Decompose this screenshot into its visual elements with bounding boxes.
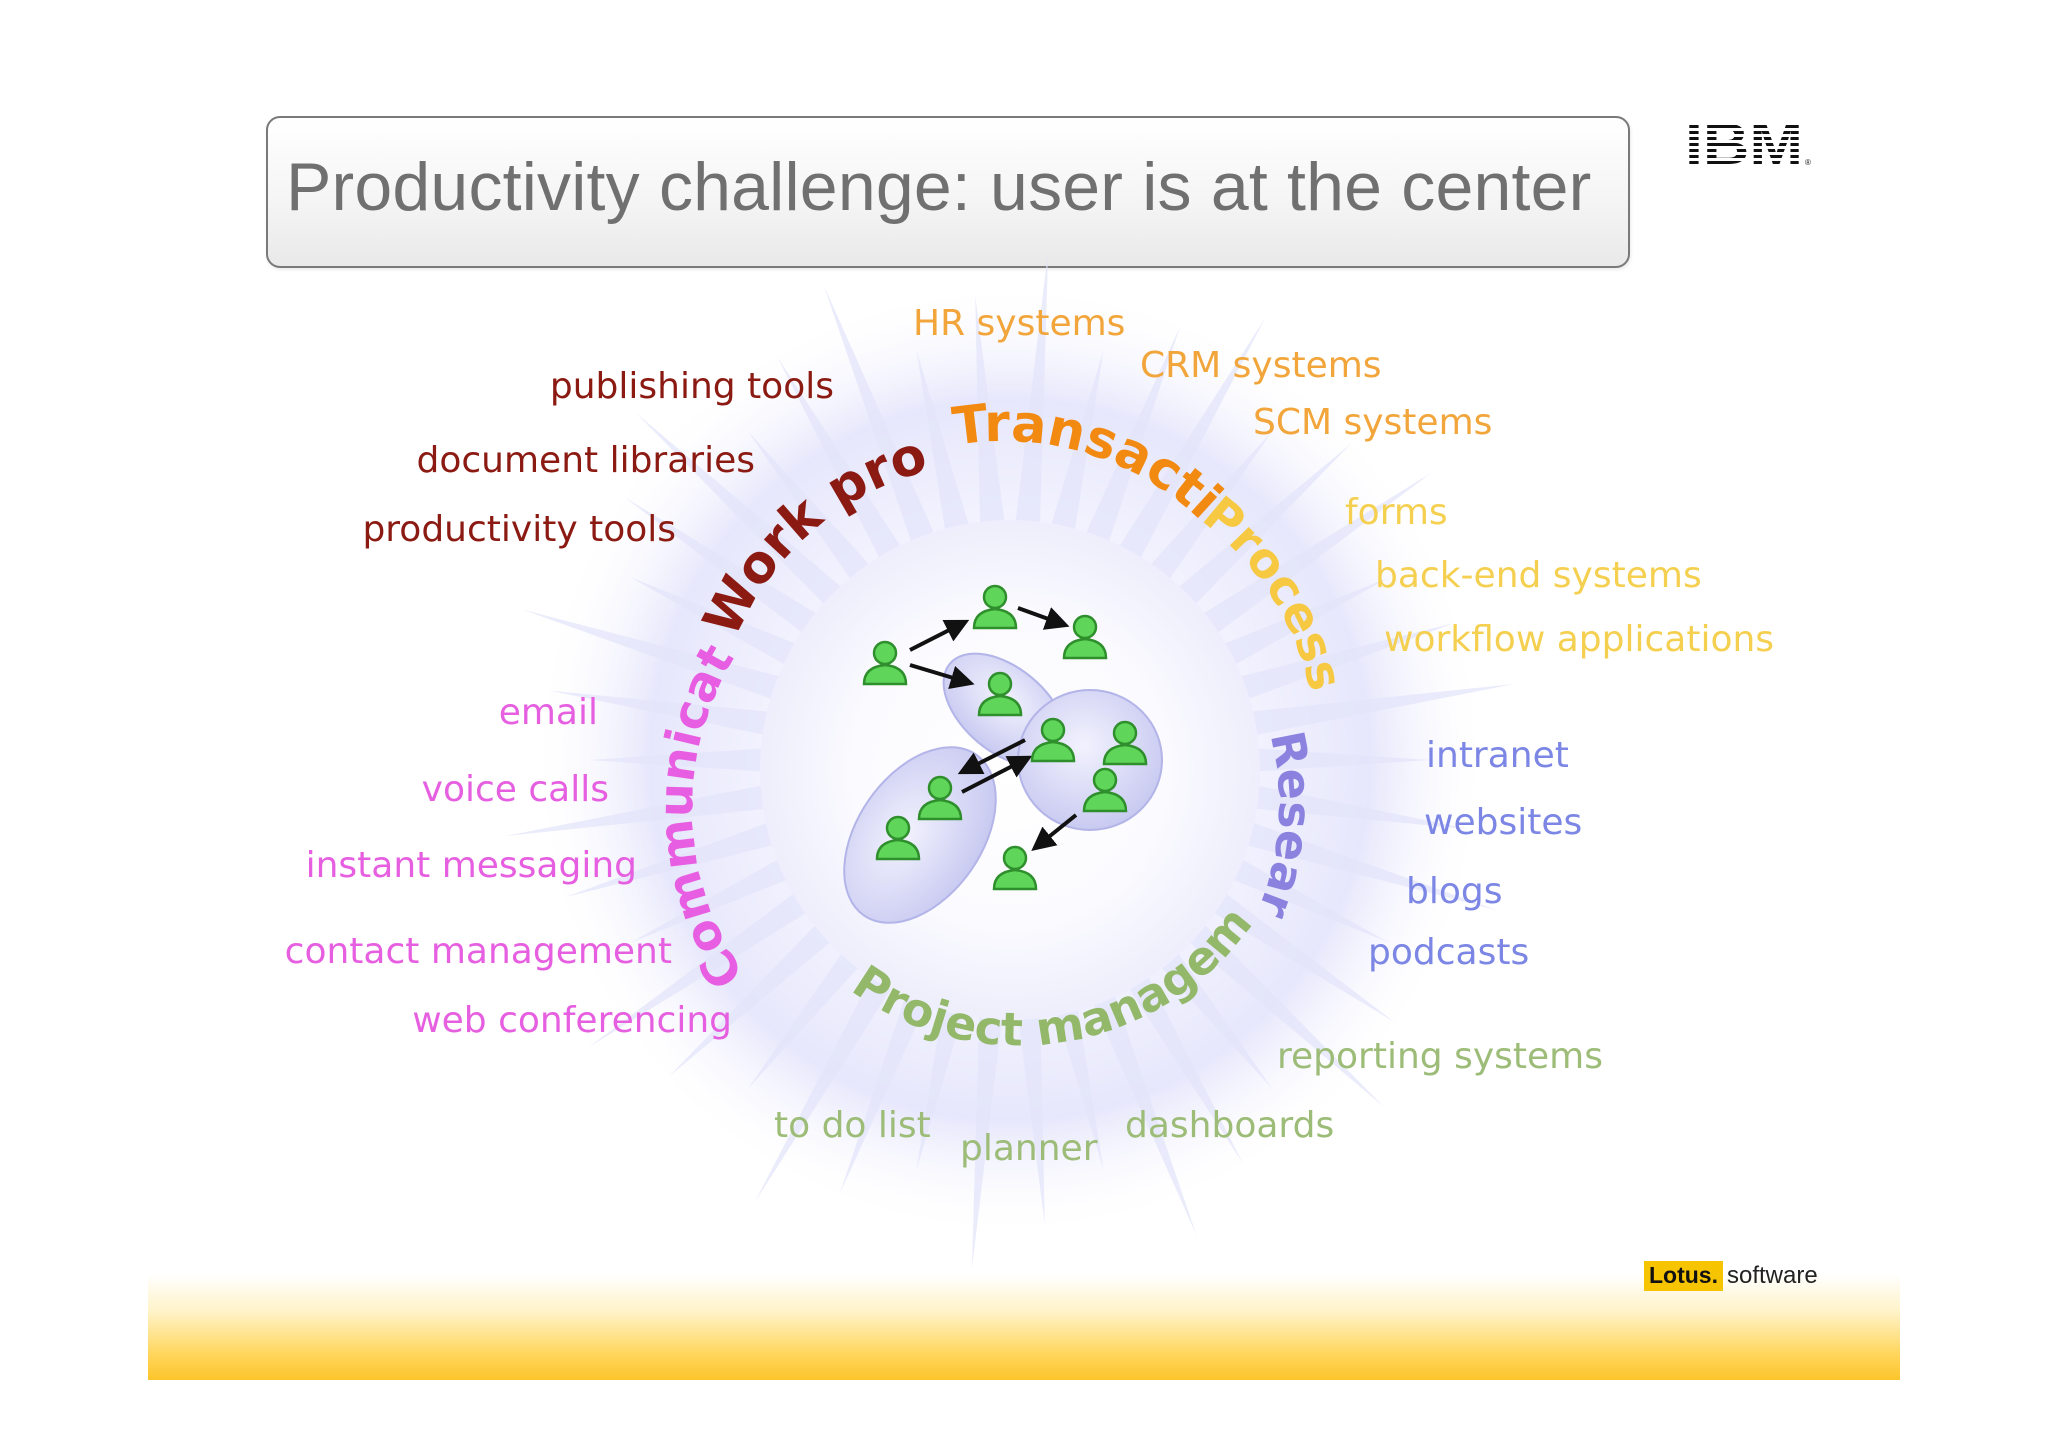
user-icon [1082, 767, 1128, 813]
burst-ray [755, 952, 907, 1202]
burst-ray [1014, 988, 1045, 1224]
title-box: Productivity challenge: user is at the c… [266, 116, 1630, 268]
user-icon [1030, 717, 1076, 763]
user-icon [977, 671, 1023, 717]
burst-ray [823, 285, 938, 551]
burst-ray [1169, 443, 1351, 614]
connection-arrow [1031, 813, 1078, 852]
item-forms: forms [1345, 492, 1448, 533]
burst-ray [1113, 952, 1243, 1163]
burst-ray [1225, 622, 1455, 705]
item-voice-calls: voice calls [422, 769, 609, 810]
item-websites: websites [1424, 802, 1582, 843]
connection-arrow [957, 738, 1026, 775]
burst-ray [669, 906, 851, 1077]
ibm-logo: IBM ® [1685, 119, 1811, 167]
item-to-do-list: to do list [774, 1105, 931, 1146]
burst-ray [522, 609, 795, 705]
item-workflow-applications: workflow applications [1384, 619, 1774, 660]
burst-ray [1211, 577, 1389, 672]
lotus-logo-mark: Lotus. [1644, 1261, 1723, 1291]
burst-ray [1048, 981, 1104, 1170]
item-instant-messaging: instant messaging [306, 845, 637, 886]
item-publishing-tools: publishing tools [550, 366, 834, 407]
user-icon [1102, 720, 1148, 766]
burst-ray [1211, 848, 1389, 943]
connection-arrow [1017, 606, 1070, 630]
item-productivity-tools: productivity tools [362, 509, 676, 550]
lotus-logo: Lotus.software [1644, 1261, 1818, 1293]
burst-ray [505, 781, 785, 837]
burst-ray [1192, 878, 1395, 1022]
burst-ray [1082, 327, 1180, 551]
burst-ray [1143, 931, 1272, 1089]
burst-ray [636, 413, 851, 614]
burst-ray [588, 878, 828, 1048]
burst-ray [1235, 683, 1515, 739]
burst-ray [1192, 472, 1432, 642]
item-CRM-systems: CRM systems [1140, 345, 1382, 386]
item-web-conferencing: web conferencing [412, 1000, 732, 1041]
user-icon [862, 640, 908, 686]
burst-ray [631, 577, 809, 672]
item-contact-management: contact management [285, 931, 672, 972]
burst-ray [631, 848, 809, 943]
burst-ray [565, 815, 795, 898]
burst-ray [1048, 350, 1104, 539]
burst-ray [1235, 781, 1470, 830]
item-dashboards: dashboards [1125, 1105, 1334, 1146]
burst-ray [1014, 251, 1049, 532]
burst-ray [971, 988, 1006, 1269]
burst-ray [840, 969, 938, 1193]
burst-ray [1169, 906, 1384, 1107]
user-icon [875, 815, 921, 861]
item-intranet: intranet [1426, 735, 1569, 776]
svg-text:®: ® [1805, 158, 1811, 167]
slide-title: Productivity challenge: user is at the c… [286, 149, 1592, 225]
item-document-libraries: document libraries [416, 440, 755, 481]
connection-arrow [909, 619, 970, 652]
burst-ray [748, 931, 877, 1089]
burst-ray [1143, 431, 1272, 589]
burst-ray [1082, 969, 1197, 1235]
burst-ray [625, 498, 828, 642]
footer-band [148, 1274, 1900, 1380]
network [843, 584, 1163, 924]
burst-ray [550, 690, 785, 739]
burst-ray [777, 357, 907, 568]
burst-ray [975, 296, 1006, 532]
burst-ray [1239, 747, 1430, 773]
burst-ray [748, 431, 877, 589]
burst-ray [916, 981, 972, 1170]
user-icon [992, 845, 1038, 891]
burst-ray [590, 747, 781, 773]
connection-arrow [961, 755, 1033, 794]
item-planner: planner [960, 1128, 1098, 1169]
item-blogs: blogs [1406, 871, 1503, 912]
item-podcasts: podcasts [1368, 932, 1529, 973]
item-email: email [499, 692, 598, 733]
user-icon [972, 584, 1018, 630]
user-icon [1062, 614, 1108, 660]
lotus-logo-software: software [1727, 1262, 1818, 1289]
item-SCM-systems: SCM systems [1253, 402, 1492, 443]
burst-ray [916, 350, 972, 539]
burst-ray [1225, 815, 1498, 911]
item-HR-systems: HR systems [913, 303, 1125, 344]
item-reporting-systems: reporting systems [1277, 1036, 1603, 1077]
user-icon [917, 775, 963, 821]
item-back-end-systems: back-end systems [1375, 555, 1702, 596]
connection-arrow [909, 663, 975, 689]
burst-ray [1113, 318, 1265, 568]
